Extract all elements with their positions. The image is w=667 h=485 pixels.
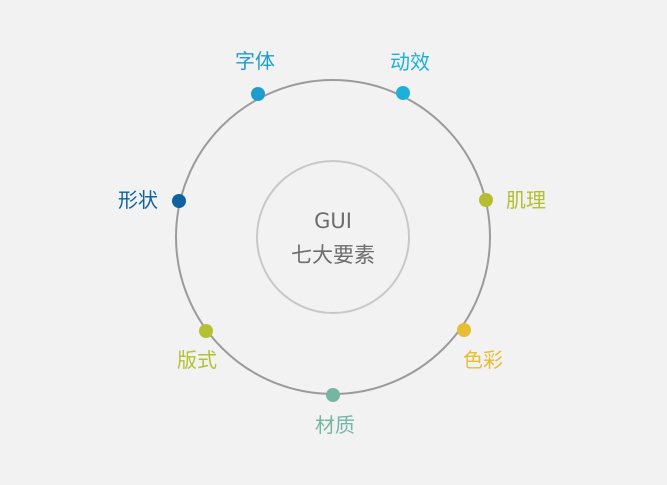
- element-label: 形状: [118, 188, 158, 212]
- element-label: 版式: [177, 348, 217, 372]
- center-subtitle: 七大要素: [291, 243, 375, 267]
- node-dot: [326, 388, 340, 402]
- inner-ring: [256, 160, 410, 314]
- node-dot: [457, 323, 471, 337]
- node-dot: [172, 194, 186, 208]
- element-label: 肌理: [506, 188, 546, 212]
- center-title: GUI: [314, 209, 352, 233]
- node-dot: [396, 86, 410, 100]
- node-dot: [199, 324, 213, 338]
- node-dot: [251, 87, 265, 101]
- node-dot: [479, 193, 493, 207]
- element-label: 色彩: [463, 348, 503, 372]
- element-label: 字体: [235, 49, 275, 73]
- element-label: 材质: [315, 413, 355, 437]
- element-nodes: 字体 动效 肌理 色彩 材质 版式 形状: [118, 49, 546, 437]
- outer-ring: [175, 79, 491, 395]
- element-label: 动效: [390, 50, 430, 74]
